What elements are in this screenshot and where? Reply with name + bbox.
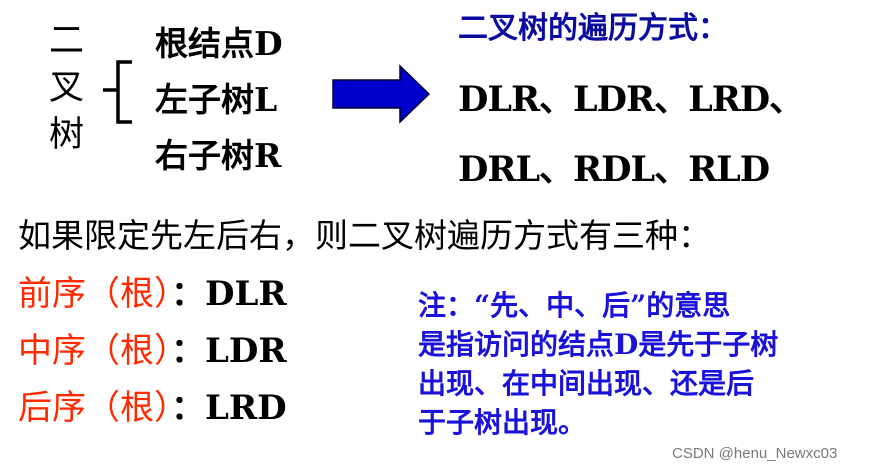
note-line: 是指访问的结点D是先于子树: [418, 328, 779, 361]
restriction-text: 如果限定先左后右，则二叉树遍历方式有三种：: [18, 216, 711, 255]
order-name: 后序（根）: [18, 388, 171, 428]
component-root: 根结点D: [155, 24, 283, 63]
brace-icon: [103, 60, 132, 124]
tree-label-char: 叉: [49, 68, 85, 108]
traversal-line-1: DLR、LDR、LRD、: [458, 79, 804, 120]
tree-label: 二 叉 树: [49, 18, 84, 159]
order-postorder: 后序（根）：LRD: [18, 380, 287, 429]
order-inorder: 中序（根）：LDR: [18, 323, 287, 372]
tree-components: 根结点D 左子树L 右子树R: [155, 16, 283, 184]
order-name: 中序（根）: [18, 331, 171, 371]
tree-label-char: 二: [49, 21, 85, 61]
note-line: 于子树出现。: [418, 406, 587, 439]
order-sep: ：: [171, 388, 205, 428]
tree-label-char: 树: [49, 115, 85, 155]
component-right-subtree: 右子树R: [155, 136, 282, 175]
traversal-line-2: DRL、RDL、RLD: [458, 149, 770, 190]
order-code: LDR: [205, 331, 287, 371]
order-sep: ：: [171, 331, 205, 371]
note-block: 注：“先、中、后”的意思 是指访问的结点D是先于子树 出现、在中间出现、还是后 …: [418, 286, 778, 442]
component-left-subtree: 左子树L: [155, 80, 278, 119]
order-sep: ：: [171, 274, 205, 314]
order-code: LRD: [205, 388, 287, 428]
order-code: DLR: [205, 274, 287, 314]
right-arrow-icon: [332, 64, 431, 124]
note-line: 出现、在中间出现、还是后: [418, 367, 755, 400]
watermark: CSDN @henu_Newxc03: [672, 445, 838, 462]
order-preorder: 前序（根）：DLR: [18, 266, 287, 315]
note-line: 注：“先、中、后”的意思: [418, 289, 731, 322]
traversal-title: 二叉树的遍历方式：: [458, 11, 728, 46]
order-name: 前序（根）: [18, 274, 171, 314]
